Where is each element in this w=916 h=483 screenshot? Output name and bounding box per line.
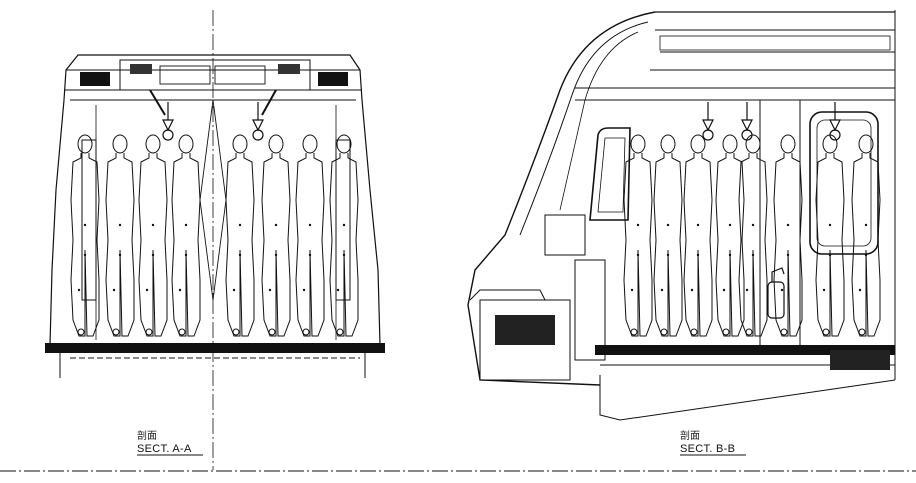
- section-b-door-window: [809, 111, 879, 255]
- section-b-drawing: 剖面 SECT. B-B: [467, 10, 896, 456]
- section-a-caption-jp: 剖面: [137, 429, 157, 442]
- section-b-cab-window: [589, 127, 631, 221]
- section-b-underframe: [595, 345, 896, 421]
- section-b-caption-jp: 剖面: [680, 429, 700, 442]
- section-a-drawing: 剖面 SECT. A-A: [45, 10, 385, 470]
- section-b-caption: SECT. B-B: [680, 443, 735, 455]
- section-b-cab-nose: [467, 11, 656, 386]
- section-a-roof-equipment: [80, 59, 348, 116]
- section-a-caption: SECT. A-A: [137, 443, 192, 455]
- section-b-cab-equipment: [469, 214, 606, 381]
- section-a-passengers: [70, 134, 359, 337]
- section-b-car-body: [575, 10, 896, 380]
- section-b-passengers: [623, 134, 881, 337]
- section-a-underframe: [45, 343, 385, 378]
